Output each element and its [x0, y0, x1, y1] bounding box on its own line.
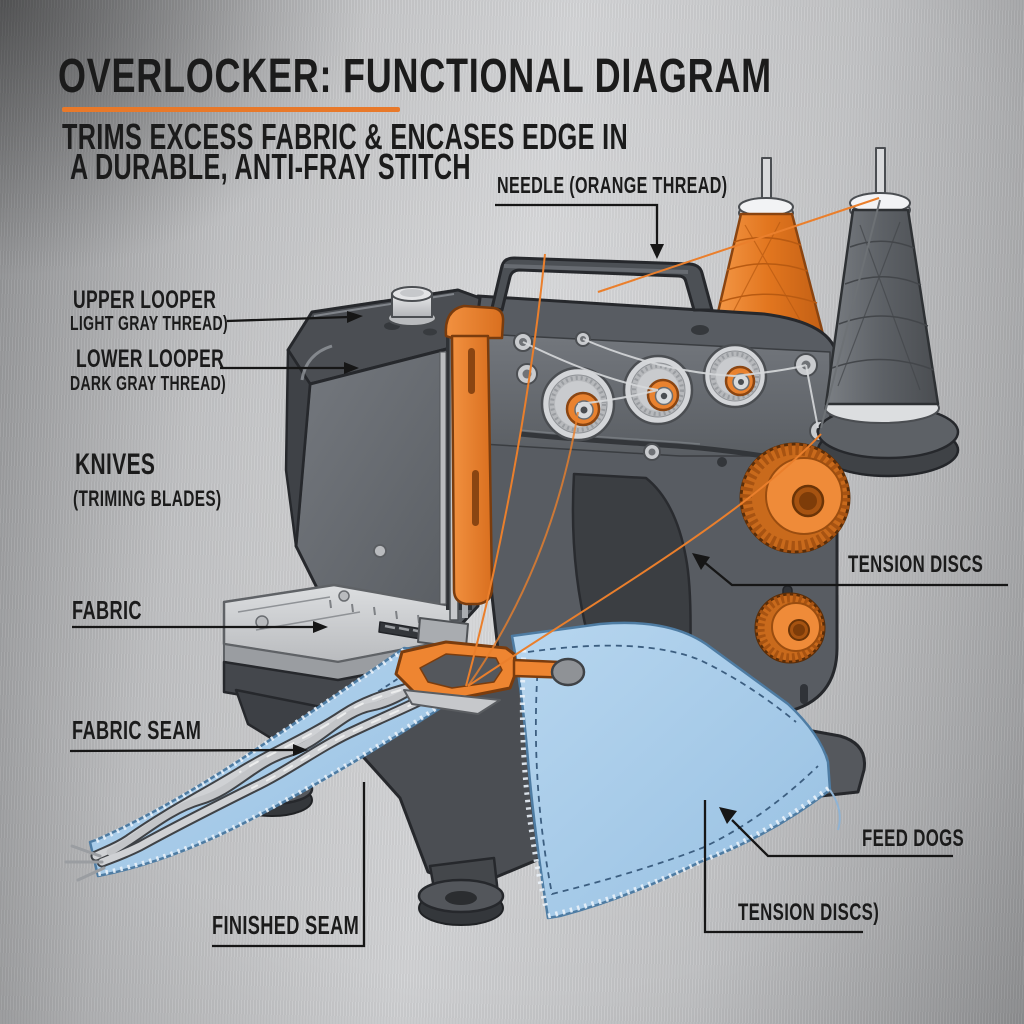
label-fabric: FABRIC — [72, 595, 142, 625]
thread-orange — [465, 197, 880, 687]
leader-tension-discs-alt — [703, 800, 863, 934]
label-upper-looper: UPPER LOOPER — [73, 286, 217, 314]
fabric-piece — [510, 621, 841, 920]
subtitle-line2: A DURABLE, ANTI-FRAY STITCH — [70, 146, 471, 187]
handwheel — [739, 442, 851, 554]
chrome-cap — [387, 286, 437, 327]
thread-dark-gray — [820, 199, 881, 429]
presser-screw — [550, 657, 586, 687]
leader-fabric — [72, 621, 328, 633]
vent-slit — [800, 684, 808, 704]
leader-lower-looper — [220, 362, 359, 374]
presser-foot — [394, 640, 586, 715]
leader-fabric-seam — [69, 744, 308, 756]
thread-light-gray — [522, 338, 819, 429]
carry-handle — [490, 256, 714, 312]
label-knives-sub: (TRIMING BLADES) — [73, 486, 222, 511]
leader-finished-seam — [212, 782, 366, 948]
label-feed-dogs: FEED DOGS — [862, 825, 965, 852]
label-knives: KNIVES — [75, 448, 156, 481]
looper-cover-orange — [444, 304, 505, 606]
seam-guide-dashed — [527, 644, 797, 723]
leader-needle — [495, 203, 664, 259]
thread-cone-gray — [824, 147, 940, 424]
title-underline — [62, 107, 400, 112]
machine-head — [284, 286, 482, 672]
subtitle-line1: TRIMS EXCESS FABRIC & ENCASES EDGE IN — [62, 116, 629, 157]
leader-tension-discs — [692, 553, 1008, 587]
threads — [465, 197, 881, 687]
label-upper-looper-sub: LIGHT GRAY THREAD) — [70, 313, 228, 335]
tension-knob — [754, 592, 826, 664]
machine-foot-center — [417, 856, 505, 926]
seam-chain — [64, 662, 462, 882]
page-title: OVERLOCKER: FUNCTIONAL DIAGRAM — [58, 50, 772, 103]
leader-lines — [69, 203, 1008, 948]
label-lower-looper-sub: DARK GRAY THREAD) — [70, 373, 227, 395]
label-lower-looper: LOWER LOOPER — [76, 345, 225, 373]
label-fabric-seam: FABRIC SEAM — [72, 715, 202, 745]
label-tension-discs: TENSION DISCS — [848, 551, 984, 578]
label-needle: NEEDLE (ORANGE THREAD) — [497, 172, 728, 198]
label-tension-discs-alt: TENSION DISCS) — [738, 899, 880, 926]
leader-feed-dogs — [719, 807, 953, 858]
leader-upper-looper — [226, 311, 363, 323]
label-finished-seam: FINISHED SEAM — [212, 910, 360, 940]
overlock-edge-stitches — [519, 649, 549, 909]
